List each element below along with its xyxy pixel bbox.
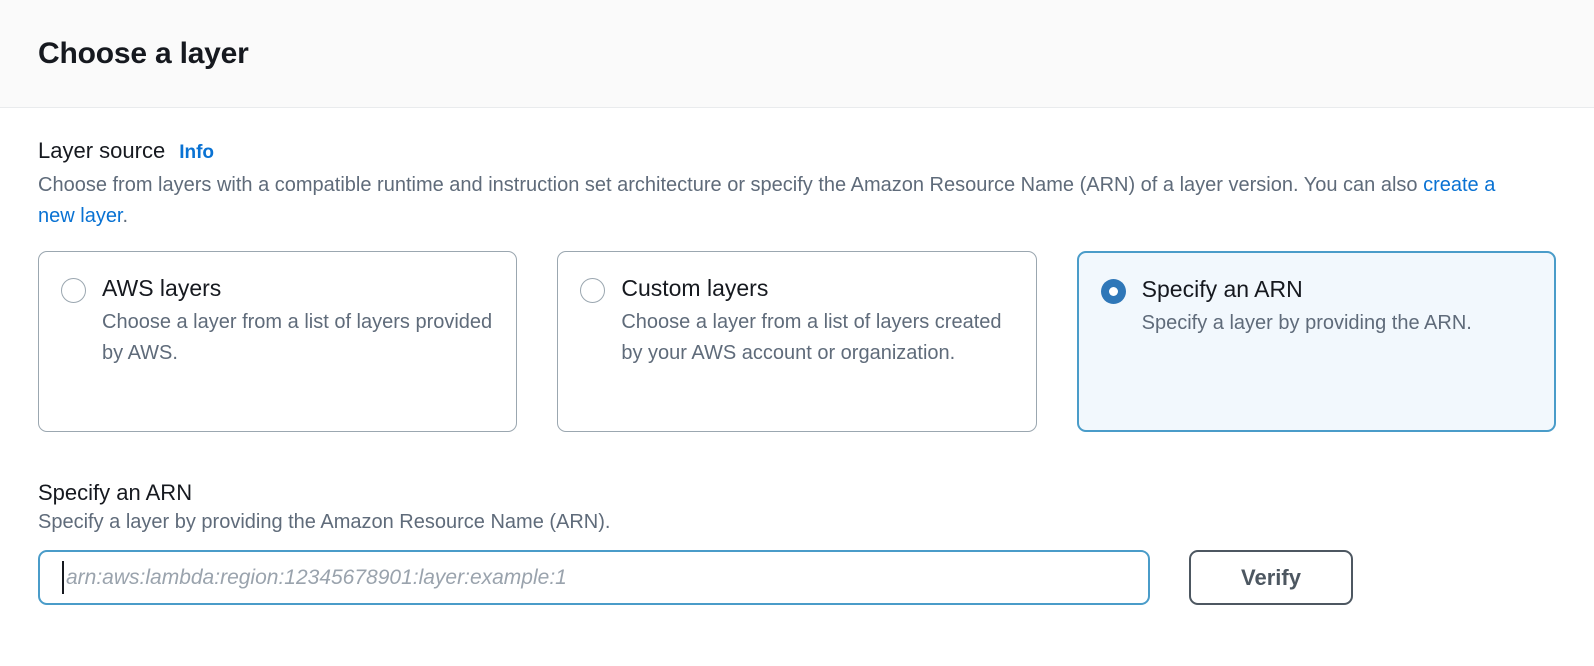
radio-icon-custom-layers[interactable]: [580, 278, 606, 303]
radio-tile-description-custom-layers: Choose a layer from a list of layers cre…: [621, 311, 1002, 364]
radio-tile-aws-layers[interactable]: AWS layers Choose a layer from a list of…: [38, 251, 518, 432]
verify-button[interactable]: Verify: [1189, 550, 1353, 605]
radio-tile-description-specify-arn: Specify a layer by providing the ARN.: [1141, 312, 1472, 334]
radio-selected-dot: [1108, 287, 1118, 296]
radio-tile-title-specify-arn: Specify an ARN: [1141, 276, 1303, 302]
layer-source-description-text-1: Choose from layers with a compatible run…: [38, 174, 1424, 196]
layer-source-label: Layer source: [38, 138, 166, 163]
arn-input-wrapper: [38, 550, 1150, 605]
page-title: Choose a layer: [38, 36, 249, 70]
modal-body: Layer source Info Choose from layers wit…: [0, 108, 1594, 605]
radio-tile-title-custom-layers: Custom layers: [621, 275, 769, 301]
layer-source-description-text-2: .: [122, 205, 129, 227]
layer-source-description: Choose from layers with a compatible run…: [38, 170, 1498, 232]
radio-icon-specify-arn[interactable]: [1100, 279, 1126, 304]
radio-tile-custom-layers[interactable]: Custom layers Choose a layer from a list…: [557, 251, 1037, 432]
modal-header: Choose a layer: [0, 0, 1594, 108]
layer-source-radio-group: AWS layers Choose a layer from a list of…: [38, 251, 1556, 432]
arn-section-heading: Specify an ARN: [38, 480, 193, 505]
info-link[interactable]: Info: [179, 142, 215, 163]
radio-icon-aws-layers[interactable]: [61, 278, 86, 303]
arn-section-subtext: Specify a layer by providing the Amazon …: [38, 511, 611, 533]
layer-source-label-row: Layer source Info: [38, 138, 1556, 164]
create-new-layer-link[interactable]: create a new layer: [38, 174, 1496, 227]
text-cursor: [62, 561, 64, 594]
radio-tile-description-aws-layers: Choose a layer from a list of layers pro…: [102, 311, 493, 364]
arn-input-row: Verify: [38, 550, 1556, 605]
radio-tile-title-aws-layers: AWS layers: [102, 275, 222, 301]
arn-input[interactable]: [38, 550, 1150, 605]
arn-section: Specify an ARN Specify a layer by provid…: [38, 480, 1556, 605]
radio-tile-specify-arn[interactable]: Specify an ARN Specify a layer by provid…: [1076, 251, 1556, 432]
